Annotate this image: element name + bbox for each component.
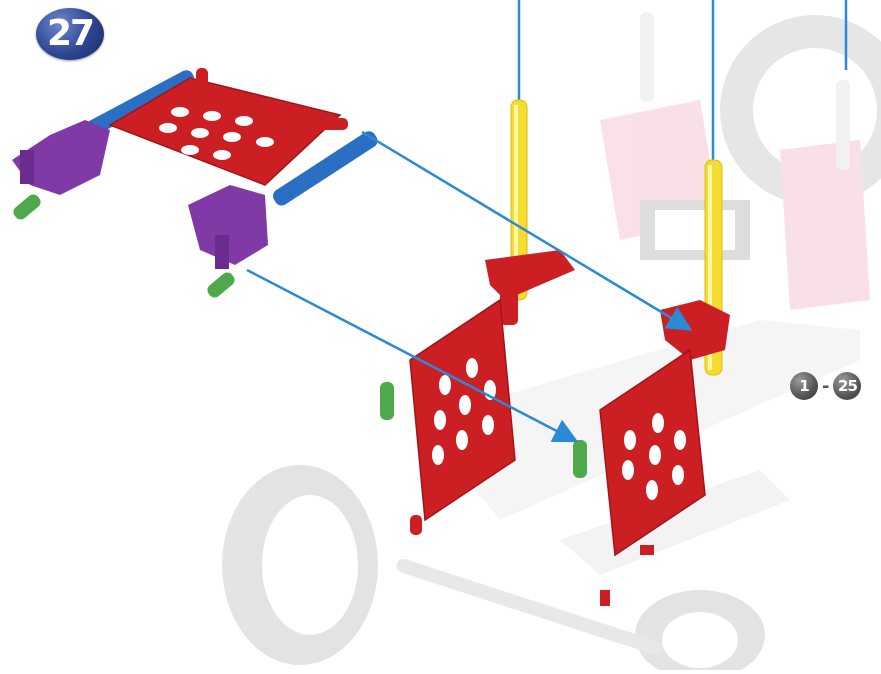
range-from-badge: 1 [790, 372, 818, 400]
green-pin-left [380, 382, 394, 420]
step-number: 27 [47, 13, 93, 54]
purple-connector-right [188, 185, 268, 269]
purple-connector-left [12, 120, 110, 195]
step-number-badge: 27 [36, 8, 104, 60]
green-pin-right [573, 440, 587, 478]
seat-subassembly [11, 68, 380, 300]
reference-range-badges: 1 - 25 [790, 371, 861, 401]
range-to-badge: 25 [833, 372, 861, 400]
range-separator: - [822, 376, 829, 397]
ghost-tire-bottom-right [635, 590, 765, 670]
ghost-tire-bottom-left [222, 465, 378, 665]
